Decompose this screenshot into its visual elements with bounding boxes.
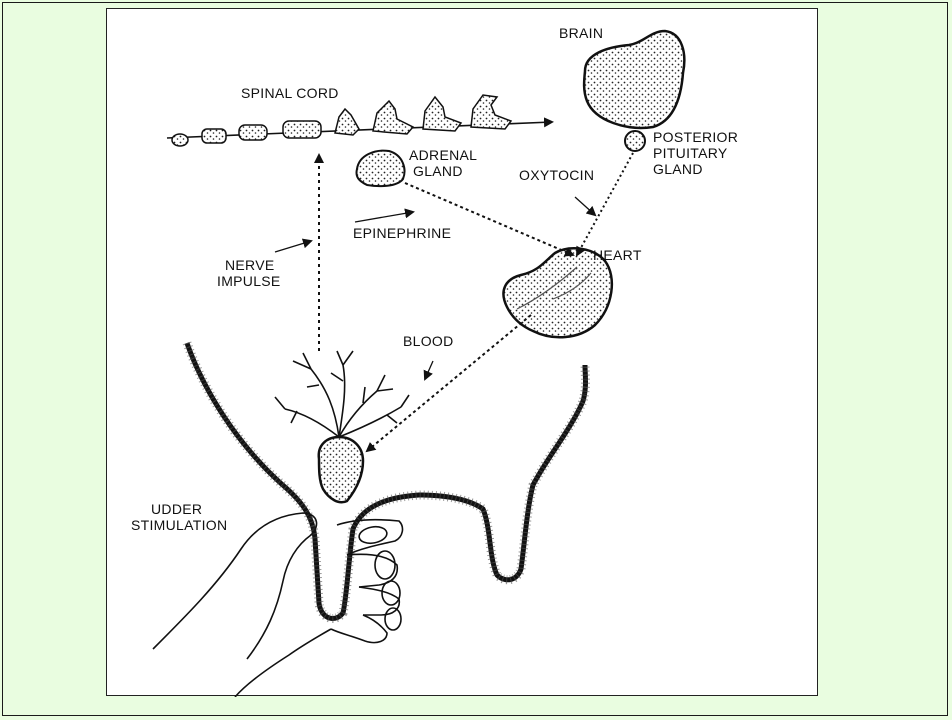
brain-illustration: [584, 31, 684, 128]
spinal-cord-label: SPINAL CORD: [241, 85, 339, 101]
udder-stimulation-label-line-1: UDDER: [151, 501, 202, 517]
adrenal-gland-label-line-2: GLAND: [413, 163, 463, 179]
brain-label: BRAIN: [559, 25, 603, 41]
heart-label: HEART: [593, 247, 642, 263]
adrenal-gland-illustration: [356, 151, 404, 186]
pituitary-gland-illustration: [625, 131, 645, 151]
spinal-cord-illustration: [167, 95, 552, 146]
pituitary-label-line-1: POSTERIOR: [653, 129, 738, 145]
nerve-impulse-label-line-2: IMPULSE: [217, 273, 281, 289]
nerve-impulse-label-line-1: NERVE: [225, 257, 274, 273]
udder-illustration: [187, 343, 586, 618]
pituitary-label-line-3: GLAND: [653, 161, 703, 177]
adrenal-gland-label-line-1: ADRENAL: [409, 147, 477, 163]
diagram-canvas: [107, 9, 819, 697]
epinephrine-label: EPINEPHRINE: [353, 225, 451, 241]
hand-illustration: [153, 513, 402, 697]
oxytocin-label: OXYTOCIN: [519, 167, 594, 183]
teat-illustration: [319, 437, 363, 502]
blood-label: BLOOD: [403, 333, 454, 349]
milk-ducts-illustration: [275, 351, 409, 437]
pituitary-label-line-2: PITUITARY: [653, 145, 728, 161]
figure-panel: BRAIN SPINAL CORD ADRENAL GLAND POSTERIO…: [106, 8, 818, 696]
udder-stimulation-label-line-2: STIMULATION: [131, 517, 227, 533]
